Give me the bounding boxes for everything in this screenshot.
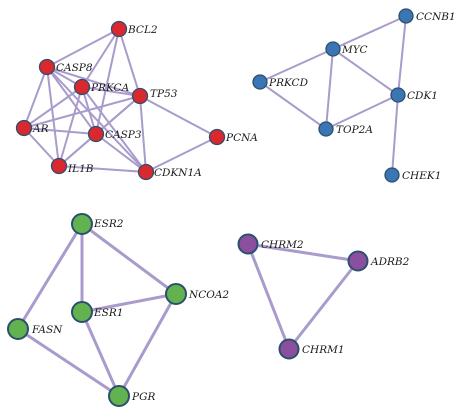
edge-casp8-il1b (46, 66, 60, 167)
node-label-cdk1: CDK1 (407, 90, 438, 102)
edge-prkca-cdkn1a (81, 86, 147, 173)
node-pgr[interactable] (108, 385, 130, 407)
node-label-ncoa2: NCOA2 (188, 289, 229, 301)
edge-prkca-il1b (58, 86, 83, 167)
node-chrm2[interactable] (237, 233, 259, 255)
edge-casp8-casp3 (46, 66, 97, 135)
edge-tp53-cdkn1a (139, 95, 147, 173)
edge-esr2-fasn (16, 222, 84, 331)
node-ncoa2[interactable] (165, 283, 187, 305)
edge-bcl2-casp3 (95, 28, 120, 135)
node-ccnb1[interactable] (398, 8, 414, 24)
edge-ar-il1b (23, 127, 60, 167)
node-label-pgr: PGR (131, 391, 155, 403)
edge-casp3-cdkn1a (95, 133, 147, 173)
node-label-chek1: CHEK1 (402, 170, 441, 182)
edge-ncoa2-esr1 (80, 292, 178, 314)
edge-pcna-cdkn1a (145, 136, 218, 173)
edge-casp8-cdkn1a (46, 66, 147, 173)
node-label-adrb2: ADRB2 (370, 256, 410, 268)
edge-bcl2-tp53 (118, 28, 141, 97)
node-label-bcl2: BCL2 (127, 24, 158, 36)
edge-casp8-tp53 (46, 66, 141, 97)
edge-casp3-il1b (58, 133, 97, 167)
node-fasn[interactable] (7, 318, 29, 340)
node-ar[interactable] (15, 119, 33, 137)
edge-prkca-tp53 (81, 86, 141, 97)
edge-bcl2-prkca (81, 28, 120, 88)
node-label-esr1: ESR1 (93, 307, 123, 319)
node-cdk1[interactable] (390, 87, 406, 103)
node-label-top2a: TOP2A (336, 124, 373, 136)
node-label-pcna: PCNA (225, 132, 258, 144)
node-cdkn1a[interactable] (137, 163, 155, 181)
edge-myc-cdk1 (332, 48, 399, 96)
node-label-tp53: TP53 (150, 88, 178, 100)
node-tp53[interactable] (131, 87, 149, 105)
edge-tp53-ar (23, 95, 141, 129)
edge-myc-prkcd (259, 48, 334, 83)
edge-bcl2-casp8 (46, 28, 120, 68)
nodes-layer (7, 8, 414, 407)
edge-cdk1-top2a (325, 94, 399, 130)
edge-ncoa2-pgr (117, 292, 178, 398)
node-label-esr2: ESR2 (93, 218, 124, 230)
node-label-prkcd: PRKCD (268, 77, 309, 89)
node-label-ccnb1: CCNB1 (416, 11, 456, 23)
node-chek1[interactable] (384, 167, 400, 183)
node-label-casp3: CASP3 (105, 129, 142, 141)
node-casp3[interactable] (87, 125, 105, 143)
node-il1b[interactable] (50, 157, 68, 175)
edge-adrb2-chrm1 (287, 259, 360, 351)
node-prkcd[interactable] (252, 74, 268, 90)
edges-layer (16, 15, 407, 398)
node-casp8[interactable] (38, 58, 56, 76)
edge-tp53-pcna (139, 95, 218, 138)
edge-ccnb1-myc (332, 15, 407, 50)
edge-ccnb1-cdk1 (397, 15, 407, 96)
node-esr1[interactable] (71, 301, 93, 323)
node-label-il1b: IL1B (67, 163, 94, 175)
edge-ar-casp3 (23, 127, 97, 135)
node-label-casp8: CASP8 (56, 62, 93, 74)
edge-il1b-cdkn1a (58, 165, 147, 173)
node-top2a[interactable] (318, 121, 334, 137)
node-prkca[interactable] (73, 78, 91, 96)
edge-esr1-pgr (80, 310, 121, 398)
node-label-cdkn1a: CDKN1A (154, 167, 202, 179)
node-adrb2[interactable] (347, 250, 369, 272)
edge-chrm2-chrm1 (246, 242, 291, 351)
edge-prkca-ar (23, 86, 83, 129)
node-esr2[interactable] (71, 213, 93, 235)
node-label-ar: AR (32, 123, 49, 135)
node-myc[interactable] (325, 41, 341, 57)
edge-myc-top2a (325, 48, 334, 130)
node-label-chrm1: CHRM1 (302, 344, 345, 356)
node-pcna[interactable] (208, 128, 226, 146)
node-label-prkca: PRKCA (90, 82, 130, 94)
node-bcl2[interactable] (110, 20, 128, 38)
node-label-fasn: FASN (31, 324, 63, 336)
node-label-chrm2: CHRM2 (261, 239, 304, 251)
edge-casp8-ar (23, 66, 48, 129)
edge-chrm2-adrb2 (246, 242, 360, 263)
edge-cdk1-chek1 (391, 94, 399, 176)
edge-esr2-ncoa2 (80, 222, 178, 296)
edge-fasn-pgr (16, 327, 121, 398)
node-chrm1[interactable] (278, 338, 300, 360)
edge-prkcd-top2a (259, 81, 327, 130)
node-label-myc: MYC (341, 44, 368, 56)
